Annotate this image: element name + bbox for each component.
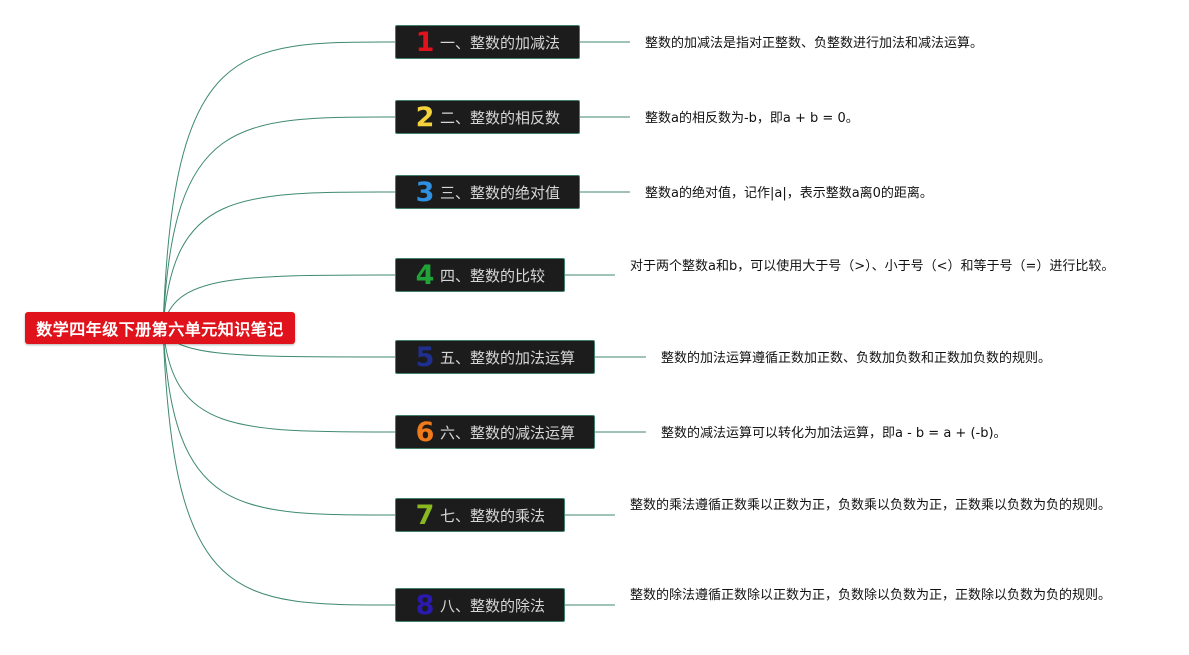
branch-note-2: 整数a的相反数为-b，即a + b = 0。 <box>645 111 859 126</box>
branch-number-6: 6 <box>415 416 435 448</box>
connector-root-to-branch-8 <box>162 327 396 606</box>
branch-title-4: 四、整数的比较 <box>440 266 546 285</box>
branch-topic-4[interactable]: 4 四、整数的比较 <box>395 258 565 292</box>
branch-topic-6[interactable]: 6 六、整数的减法运算 <box>395 415 595 449</box>
branch-topic-7[interactable]: 7 七、整数的乘法 <box>395 498 565 532</box>
branch-title-8: 八、整数的除法 <box>440 596 546 615</box>
connector-root-to-branch-3 <box>162 191 396 329</box>
branch-topic-8[interactable]: 8 八、整数的除法 <box>395 588 565 622</box>
connector-root-to-branch-2 <box>162 116 396 329</box>
branch-title-3: 三、整数的绝对值 <box>440 183 561 202</box>
root-topic[interactable]: 数学四年级下册第六单元知识笔记 <box>25 312 295 344</box>
branch-note-3: 整数a的绝对值，记作|a|，表示整数a离0的距离。 <box>645 186 933 201</box>
branch-number-8: 8 <box>415 589 435 621</box>
branch-note-1: 整数的加减法是指对正整数、负整数进行加法和减法运算。 <box>645 36 984 51</box>
connector-root-to-branch-7 <box>162 327 396 516</box>
branch-number-3: 3 <box>415 176 435 208</box>
branch-topic-2[interactable]: 2 二、整数的相反数 <box>395 100 580 134</box>
branch-title-5: 五、整数的加法运算 <box>440 348 576 367</box>
branch-number-2: 2 <box>415 101 435 133</box>
branch-title-7: 七、整数的乘法 <box>440 506 546 525</box>
branch-topic-1[interactable]: 1 一、整数的加减法 <box>395 25 580 59</box>
branch-number-1: 1 <box>415 26 435 58</box>
branch-number-5: 5 <box>415 341 435 373</box>
branch-number-7: 7 <box>415 499 435 531</box>
branch-note-4: 对于两个整数a和b，可以使用大于号（>）、小于号（<）和等于号（=）进行比较。 <box>630 259 1115 274</box>
branch-note-6: 整数的减法运算可以转化为加法运算，即a - b = a + (-b)。 <box>661 426 1007 441</box>
branch-topic-5[interactable]: 5 五、整数的加法运算 <box>395 340 595 374</box>
branch-note-7: 整数的乘法遵循正数乘以正数为正，负数乘以负数为正，正数乘以负数为负的规则。 <box>630 498 1112 513</box>
connector-root-to-branch-1 <box>162 41 396 329</box>
branch-topic-3[interactable]: 3 三、整数的绝对值 <box>395 175 580 209</box>
branch-note-8: 整数的除法遵循正数除以正数为正，负数除以负数为正，正数除以负数为负的规则。 <box>630 588 1112 603</box>
branch-title-1: 一、整数的加减法 <box>440 33 561 52</box>
branch-title-2: 二、整数的相反数 <box>440 108 561 127</box>
root-title: 数学四年级下册第六单元知识笔记 <box>36 320 284 339</box>
branch-note-5: 整数的加法运算遵循正数加正数、负数加负数和正数加负数的规则。 <box>661 351 1052 366</box>
branch-number-4: 4 <box>415 259 435 291</box>
branch-title-6: 六、整数的减法运算 <box>440 423 576 442</box>
